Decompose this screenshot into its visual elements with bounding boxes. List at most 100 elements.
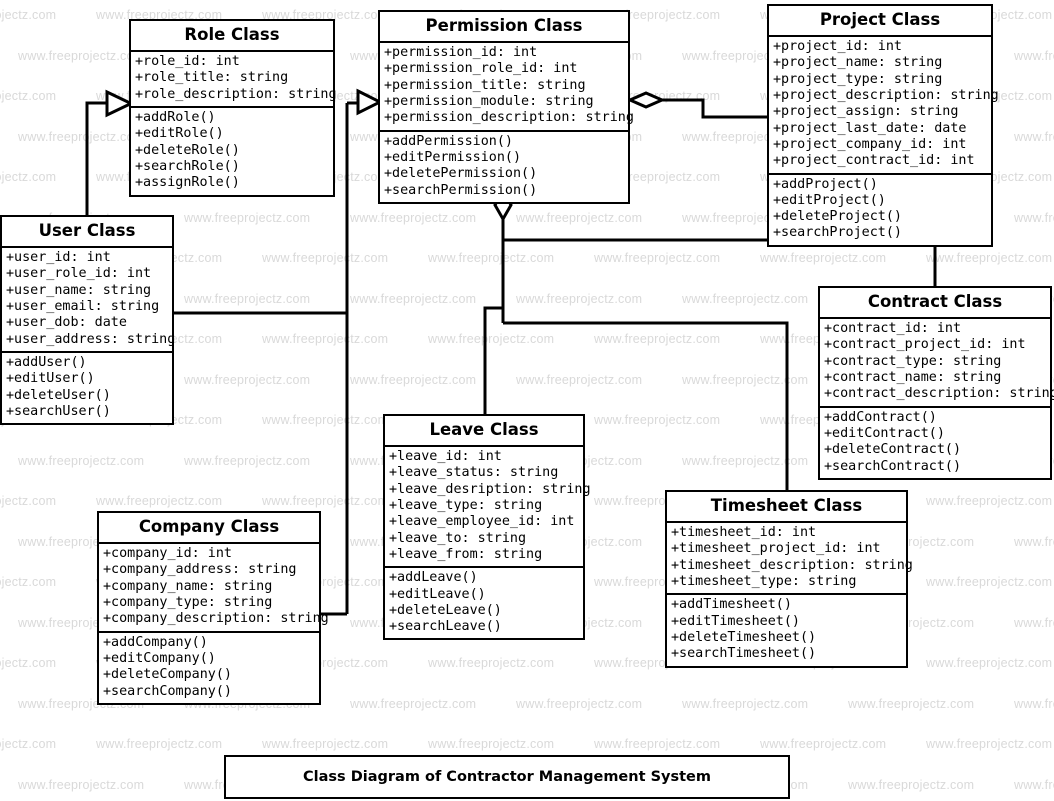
class-member: +user_id: int (6, 250, 111, 266)
class-member: +editTimesheet() (671, 613, 800, 629)
class-title: Timesheet Class (667, 492, 906, 524)
class-box-company[interactable]: Company Class +company_id: int+company_a… (97, 511, 329, 705)
class-box-role[interactable]: Role Class +role_id: int+role_title: str… (129, 19, 337, 197)
class-member: +user_email: string (6, 299, 160, 315)
class-member: +contract_description: string (824, 386, 1054, 402)
class-operations: +addRole()+editRole()+deleteRole()+searc… (131, 108, 333, 194)
class-member: +addContract() (824, 409, 937, 425)
class-member: +addUser() (6, 354, 87, 370)
class-attributes: +permission_id: int+permission_role_id: … (380, 43, 634, 132)
class-member: +addTimesheet() (671, 597, 792, 613)
class-member: +project_assign: string (773, 104, 959, 120)
class-operations: +addContract()+editContract()+deleteCont… (820, 408, 1050, 478)
class-member: +addCompany() (103, 634, 208, 650)
class-attributes: +user_id: int+user_role_id: int+user_nam… (2, 248, 176, 353)
class-title: Role Class (131, 21, 333, 53)
class-member: +project_name: string (773, 55, 943, 71)
class-operations: +addUser()+editUser()+deleteUser()+searc… (2, 353, 172, 423)
class-member: +project_company_id: int (773, 136, 967, 152)
class-member: +user_role_id: int (6, 266, 152, 282)
class-member: +deleteCompany() (103, 667, 232, 683)
class-member: +searchProject() (773, 225, 902, 241)
class-attributes: +role_id: int+role_title: string+role_de… (131, 52, 337, 109)
edge-bus-timesheet (503, 321, 789, 490)
class-operations: +addCompany()+editCompany()+deleteCompan… (99, 633, 319, 703)
diagram-caption: Class Diagram of Contractor Management S… (224, 755, 790, 799)
class-member: +editCompany() (103, 650, 216, 666)
class-attributes: +timesheet_id: int+timesheet_project_id:… (667, 523, 913, 596)
class-member: +permission_title: string (384, 77, 586, 93)
class-attributes: +leave_id: int+leave_status: string+leav… (385, 447, 591, 569)
class-member: +deletePermission() (384, 166, 538, 182)
class-member: +contract_project_id: int (824, 337, 1026, 353)
class-member: +contract_name: string (824, 370, 1002, 386)
edge-bus-leave (483, 306, 503, 414)
class-member: +timesheet_description: string (671, 557, 913, 573)
class-member: +leave_desription: string (389, 481, 591, 497)
class-member: +searchRole() (135, 158, 240, 174)
class-member: +project_id: int (773, 39, 902, 55)
class-title: Leave Class (385, 416, 583, 448)
class-member: +addProject() (773, 176, 878, 192)
class-box-project[interactable]: Project Class +project_id: int+project_n… (767, 4, 999, 247)
class-member: +leave_employee_id: int (389, 514, 575, 530)
class-member: +leave_status: string (389, 465, 559, 481)
class-box-permission[interactable]: Permission Class +permission_id: int+per… (378, 10, 634, 204)
class-member: +company_address: string (103, 562, 297, 578)
class-member: +timesheet_project_id: int (671, 541, 881, 557)
class-member: +permission_role_id: int (384, 61, 578, 77)
class-member: +searchContract() (824, 458, 962, 474)
edge-user-role (85, 101, 107, 224)
class-member: +searchUser() (6, 403, 111, 419)
class-operations: +addPermission()+editPermission()+delete… (380, 132, 628, 202)
class-title: Contract Class (820, 288, 1050, 320)
class-title: Project Class (769, 6, 991, 38)
class-member: +timesheet_type: string (671, 574, 857, 590)
class-attributes: +project_id: int+project_name: string+pr… (769, 37, 999, 175)
class-member: +editRole() (135, 126, 224, 142)
class-member: +contract_type: string (824, 353, 1002, 369)
class-member: +deleteUser() (6, 387, 111, 403)
class-member: +leave_id: int (389, 449, 502, 465)
edge-permission-project (662, 98, 767, 119)
hollow-diamond-permission-right (626, 91, 666, 109)
class-member: +leave_from: string (389, 546, 543, 562)
class-box-user[interactable]: User Class +user_id: int+user_role_id: i… (0, 215, 176, 426)
class-member: +editContract() (824, 425, 945, 441)
class-member: +searchCompany() (103, 683, 232, 699)
class-member: +assignRole() (135, 175, 240, 191)
class-member: +searchPermission() (384, 182, 538, 198)
class-member: +role_description: string (135, 86, 337, 102)
class-member: +project_last_date: date (773, 120, 967, 136)
class-attributes: +contract_id: int+contract_project_id: i… (820, 319, 1054, 408)
class-member: +permission_module: string (384, 94, 594, 110)
class-member: +addPermission() (384, 133, 513, 149)
class-member: +deleteProject() (773, 209, 902, 225)
class-box-leave[interactable]: Leave Class +leave_id: int+leave_status:… (383, 414, 591, 641)
class-member: +company_description: string (103, 611, 329, 627)
class-member: +editProject() (773, 192, 886, 208)
class-member: +deleteLeave() (389, 602, 502, 618)
class-member: +deleteRole() (135, 142, 240, 158)
class-operations: +addProject()+editProject()+deleteProjec… (769, 175, 991, 245)
class-member: +addLeave() (389, 570, 478, 586)
class-member: +editUser() (6, 371, 95, 387)
class-member: +leave_to: string (389, 530, 527, 546)
class-box-timesheet[interactable]: Timesheet Class +timesheet_id: int+times… (665, 490, 913, 668)
class-member: +searchLeave() (389, 619, 502, 635)
class-member: +company_id: int (103, 546, 232, 562)
class-member: +permission_id: int (384, 45, 538, 61)
class-member: +role_title: string (135, 70, 289, 86)
class-member: +user_name: string (6, 282, 152, 298)
class-member: +permission_description: string (384, 110, 634, 126)
class-member: +deleteTimesheet() (671, 629, 817, 645)
class-member: +addRole() (135, 110, 216, 126)
class-member: +project_type: string (773, 71, 943, 87)
class-member: +leave_type: string (389, 498, 543, 514)
class-title: Company Class (99, 513, 319, 545)
edge-bus-contract (503, 238, 937, 286)
class-member: +user_dob: date (6, 315, 127, 331)
class-member: +role_id: int (135, 54, 240, 70)
class-box-contract[interactable]: Contract Class +contract_id: int+contrac… (818, 286, 1054, 480)
class-member: +user_address: string (6, 331, 176, 347)
